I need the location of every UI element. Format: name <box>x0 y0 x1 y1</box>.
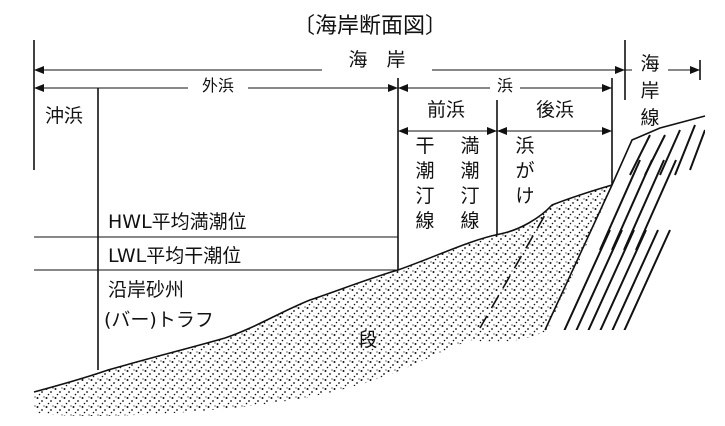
offshore-arrow-right <box>388 84 398 92</box>
offshore-zone-label: 外浜 <box>202 76 234 95</box>
lwl-label: LWL平均干潮位 <box>108 245 241 267</box>
backshore-arrow-right <box>602 127 612 135</box>
shoreline-arrow-head <box>690 66 700 74</box>
low-tide-char-1: 干 <box>415 135 434 157</box>
sand-profile <box>34 185 612 416</box>
shoreline-label-2: 岸 <box>640 80 659 102</box>
coast-arrow-right <box>615 66 625 74</box>
bar-label-line2: (バー)トラフ <box>104 309 214 331</box>
cliff-hatching <box>559 124 705 330</box>
backshore-label: 後浜 <box>536 99 574 121</box>
foreshore-arrow-left <box>398 127 408 135</box>
scarp-char-3: け <box>515 185 534 207</box>
beach-arrow-left <box>398 84 408 92</box>
low-tide-char-3: 汀 <box>415 185 434 207</box>
scarp-char-2: が <box>515 160 534 182</box>
beach-scarp-label: 浜 が け <box>515 135 534 207</box>
coast-arrow-left <box>34 66 44 74</box>
high-tide-char-1: 満 <box>460 135 479 157</box>
low-tide-shoreline-label: 干 潮 汀 線 <box>415 135 434 232</box>
shoreline-label-3: 線 <box>640 107 659 129</box>
high-tide-char-4: 線 <box>460 210 479 232</box>
shoreline-label-1: 海 <box>640 53 659 75</box>
step-label: 段 <box>358 329 377 351</box>
high-tide-char-2: 潮 <box>460 160 479 182</box>
low-tide-char-4: 線 <box>415 210 434 232</box>
foreshore-arrow-right <box>487 127 497 135</box>
foreshore-label: 前浜 <box>427 99 465 121</box>
hwl-label: HWL平均満潮位 <box>108 211 247 233</box>
low-tide-char-2: 潮 <box>415 160 434 182</box>
offshore-arrow-left <box>34 84 44 92</box>
scarp-char-1: 浜 <box>515 135 534 157</box>
diagram-title: 〔海岸断面図〕 <box>293 14 447 39</box>
backshore-arrow-left <box>497 127 507 135</box>
coast-label: 海 岸 <box>348 49 405 71</box>
bar-label-line1: 沿岸砂州 <box>108 279 184 301</box>
beach-label: 浜 <box>497 76 513 95</box>
beach-arrow-right <box>602 84 612 92</box>
high-tide-shoreline-label: 満 潮 汀 線 <box>460 135 479 232</box>
high-tide-char-3: 汀 <box>460 185 479 207</box>
seabed-line <box>33 184 613 393</box>
nearshore-label: 沖浜 <box>45 105 83 127</box>
